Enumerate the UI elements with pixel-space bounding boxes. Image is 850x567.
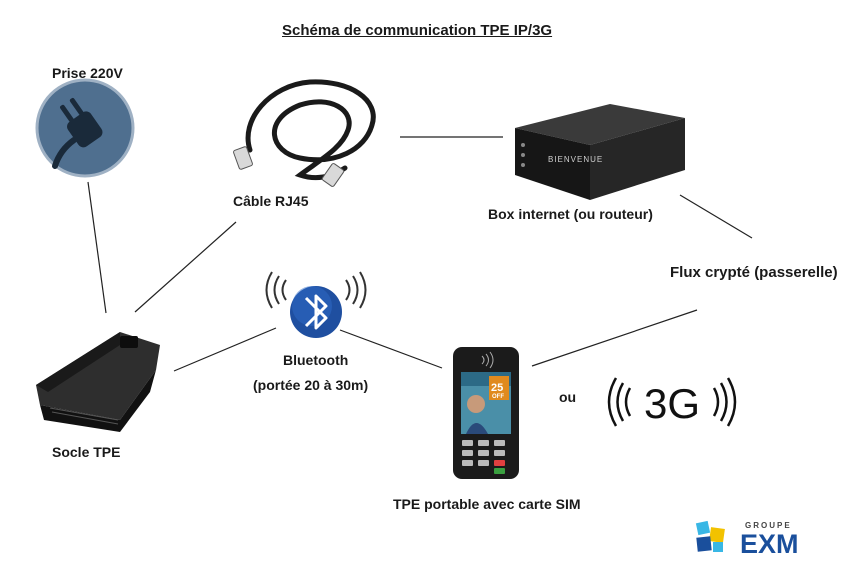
tpe-dock-icon (36, 332, 160, 432)
rj45-cable-icon (233, 79, 376, 187)
power-plug-icon (35, 78, 135, 178)
label-cable: Câble RJ45 (233, 193, 309, 209)
link-box-flux (679, 194, 753, 239)
tpe-screen-subtext: OFF (492, 394, 504, 400)
groupe-exm-logo: GROUPE EXM (695, 520, 799, 559)
3g-network-icon: 3G (607, 377, 737, 427)
link-flux-tpe (531, 309, 698, 367)
contactless-icon (481, 351, 494, 369)
link-socle-bluetooth (173, 327, 277, 372)
bluetooth-icon (265, 271, 367, 338)
tpe-screen-number: 25 (491, 382, 503, 394)
label-tpe: TPE portable avec carte SIM (393, 496, 581, 512)
terminal-keypad (462, 440, 505, 474)
internet-box-icon: BIENVENUE (515, 104, 685, 200)
3g-label: 3G (644, 380, 700, 427)
label-or: ou (559, 389, 577, 405)
logo-big-text: EXM (740, 529, 799, 559)
diagram-title: Schéma de communication TPE IP/3G (282, 22, 553, 39)
box-screen-text: BIENVENUE (548, 155, 603, 164)
link-socle-cable (134, 221, 237, 313)
label-bluetooth: Bluetooth (283, 352, 349, 368)
connectors (87, 136, 753, 372)
label-box: Box internet (ou routeur) (488, 206, 653, 222)
label-prise: Prise 220V (52, 65, 123, 81)
payment-terminal-icon: 25 OFF (453, 347, 519, 479)
label-flux: Flux crypté (passerelle) (670, 264, 838, 281)
link-bluetooth-tpe (339, 329, 443, 369)
logo-small-text: GROUPE (745, 521, 792, 530)
wireless-waves-icon (265, 271, 367, 309)
link-prise-socle (87, 181, 107, 314)
label-bluetooth-range: (portée 20 à 30m) (253, 377, 369, 393)
label-socle: Socle TPE (52, 444, 121, 460)
